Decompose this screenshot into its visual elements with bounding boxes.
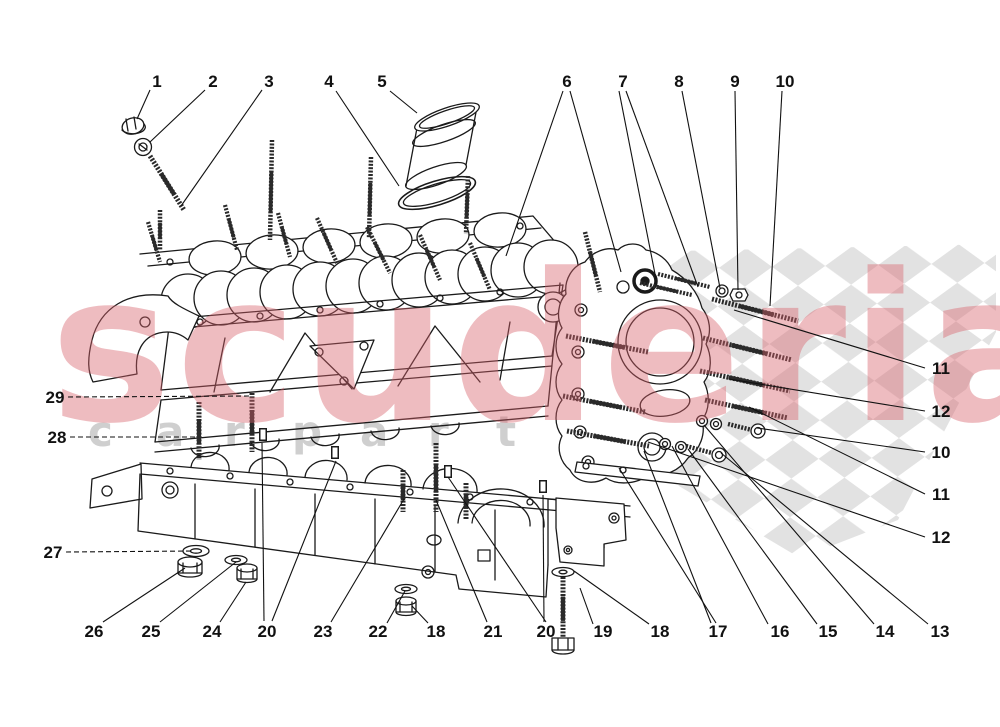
callout-label-25: 25 — [142, 622, 161, 641]
callout-label-18: 18 — [651, 622, 670, 641]
callout-label-9: 9 — [730, 72, 739, 91]
callout-label-27: 27 — [44, 543, 63, 562]
leader-line-18 — [573, 570, 650, 625]
callout-label-6: 6 — [562, 72, 571, 91]
leader-line-3 — [180, 89, 263, 207]
leader-line-6 — [505, 90, 564, 257]
callout-label-14: 14 — [876, 622, 895, 641]
leader-line-13 — [720, 452, 929, 625]
callout-label-10: 10 — [932, 443, 951, 462]
callout-label-11: 11 — [932, 359, 950, 378]
callout-label-5: 5 — [377, 72, 386, 91]
leader-line-11 — [733, 309, 926, 369]
callout-label-12: 12 — [932, 528, 951, 547]
leader-line-6 — [569, 90, 622, 273]
callout-label-24: 24 — [203, 622, 222, 641]
leader-line-7 — [618, 90, 657, 280]
leader-line-21 — [435, 499, 488, 623]
leader-line-26 — [102, 567, 186, 623]
liner-part — [397, 102, 480, 211]
watermark-letter: c — [88, 407, 113, 456]
callout-label-18: 18 — [427, 622, 446, 641]
bottom-hardware — [177, 544, 575, 655]
callout-label-23: 23 — [314, 622, 333, 641]
leader-line-17 — [618, 467, 717, 624]
leader-line-2 — [149, 89, 206, 143]
leader-line-20 — [447, 476, 547, 623]
plug-part — [121, 116, 146, 135]
leader-line-11 — [748, 406, 926, 495]
leader-line-20 — [271, 460, 337, 622]
callout-label-12: 12 — [932, 402, 951, 421]
leader-line-18 — [411, 605, 429, 624]
callout-label-21: 21 — [484, 622, 503, 641]
leader-line-20 — [542, 494, 545, 623]
callout-label-1: 1 — [152, 72, 161, 91]
callout-label-13: 13 — [931, 622, 950, 641]
callout-label-20: 20 — [258, 622, 277, 641]
checkered-flag — [614, 244, 996, 558]
watermark-scuderia: scuderia — [50, 231, 1000, 469]
callout-label-2: 2 — [208, 72, 217, 91]
callout-label-26: 26 — [85, 622, 104, 641]
leader-line-29 — [67, 395, 251, 398]
lower-crankcase — [89, 451, 631, 598]
callout-label-10: 10 — [776, 72, 795, 91]
leader-line-22 — [386, 590, 406, 624]
bracket-lower — [555, 497, 627, 567]
watermark-letter: p — [292, 407, 322, 456]
bracket-strip — [574, 461, 701, 487]
leader-line-1 — [136, 89, 151, 120]
callout-label-11: 11 — [932, 485, 950, 504]
watermark-letter: a — [156, 407, 184, 456]
leader-line-16 — [671, 445, 769, 625]
leader-line-24 — [219, 581, 247, 623]
callout-label-8: 8 — [674, 72, 683, 91]
leader-line-25 — [159, 561, 237, 623]
studs-and-pins — [145, 139, 799, 638]
callout-label-28: 28 — [48, 428, 67, 447]
callout-label-7: 7 — [618, 72, 627, 91]
callout-label-29: 29 — [46, 388, 65, 407]
washer-part — [133, 137, 153, 157]
leader-line-7 — [625, 90, 699, 288]
leader-line-20 — [261, 442, 265, 622]
callout-label-16: 16 — [771, 622, 790, 641]
callout-label-19: 19 — [594, 622, 613, 641]
callout-label-3: 3 — [264, 72, 273, 91]
callout-label-20: 20 — [537, 622, 556, 641]
leader-line-17 — [643, 450, 712, 624]
watermark-letter: r — [428, 407, 449, 456]
leader-line-19 — [579, 587, 594, 625]
leader-line-14 — [703, 424, 875, 625]
leader-line-23 — [330, 498, 405, 623]
leader-line-10 — [756, 427, 926, 453]
leader-line-27 — [65, 550, 195, 553]
callout-label-17: 17 — [709, 622, 728, 641]
leader-line-9 — [734, 90, 739, 291]
leader-line-4 — [335, 90, 400, 187]
callout-label-4: 4 — [324, 72, 334, 91]
callout-label-22: 22 — [369, 622, 388, 641]
leader-line-12 — [728, 378, 926, 412]
end-cover — [555, 243, 749, 484]
leader-line-10 — [769, 90, 783, 307]
leader-line-8 — [681, 90, 721, 289]
leader-line-15 — [687, 448, 818, 625]
callout-label-15: 15 — [819, 622, 838, 641]
leader-line-5 — [389, 90, 418, 114]
